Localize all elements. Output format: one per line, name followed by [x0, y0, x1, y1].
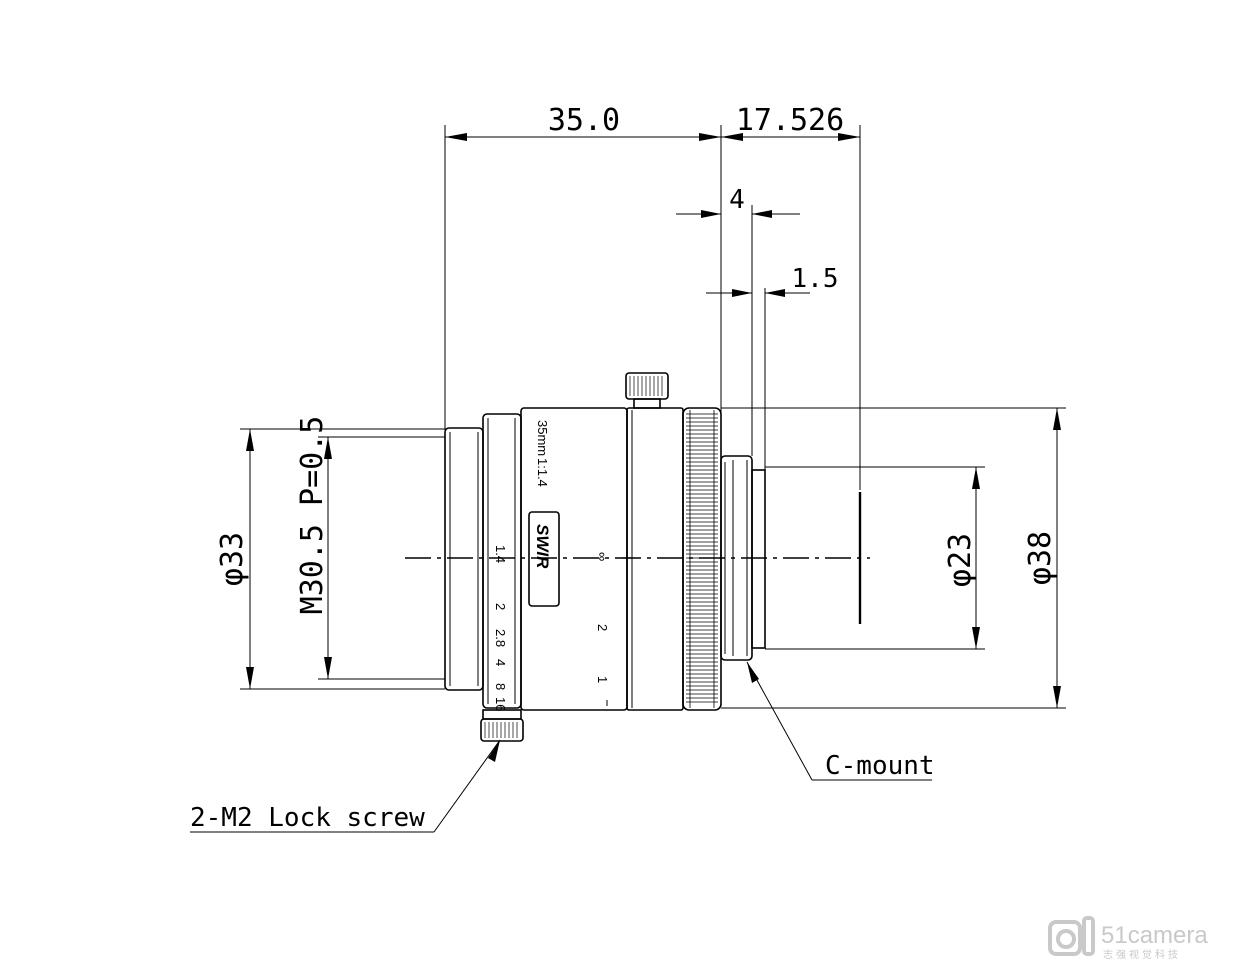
focus-barrel: [626, 407, 684, 711]
watermark: 51camera 志强视觉科技: [1048, 916, 1208, 961]
f-stop-label: 4: [493, 659, 508, 666]
dimension-1-5: 1.5: [706, 264, 838, 297]
watermark-logo: [1048, 916, 1095, 956]
f-stop-label: 8: [493, 683, 508, 690]
swir-badge-label: SWIR: [533, 524, 552, 569]
bottom-lock-screw: [480, 718, 524, 742]
callout-c-mount: C-mount: [746, 661, 935, 781]
f-stop-label: 1.4: [493, 545, 508, 563]
f-stop-label: 2.8: [493, 629, 508, 647]
dimension-filter-thread: M30.5 P=0.5: [295, 416, 445, 680]
dimension-phi23-label: φ23: [943, 533, 978, 587]
f-stop-label: 2: [493, 603, 508, 610]
top-lock-screw-shank: [633, 398, 661, 409]
callout-lock-screw: 2-M2 Lock screw: [190, 739, 501, 833]
dimension-phi33: φ33: [215, 428, 445, 690]
dimension-phi38: φ38: [721, 407, 1066, 709]
engraving-aperture: 1:1.4: [535, 458, 550, 487]
dimension-phi38-label: φ38: [1023, 531, 1058, 585]
rear-step: [751, 469, 766, 649]
dimension-phi33-label: φ33: [215, 532, 250, 586]
focus-distance-scale: ∞ 2 1: [595, 552, 632, 706]
watermark-tagline: 志强视觉科技: [1103, 948, 1181, 961]
top-lock-screw-knurl: [629, 376, 663, 396]
f-stop-label: 16: [493, 697, 508, 711]
dimension-filter-thread-label: M30.5 P=0.5: [295, 416, 330, 615]
dimension-4: 4: [676, 185, 800, 218]
dimension-phi23: φ23: [765, 466, 985, 650]
focus-scale-label: 1: [595, 676, 610, 683]
dimension-17-526: 17.526: [721, 103, 860, 141]
callout-lock-screw-label: 2-M2 Lock screw: [190, 803, 425, 833]
knurled-focus-ring: [682, 407, 722, 711]
engraving-focal-length: 35mm: [535, 420, 550, 456]
dimension-4-label: 4: [729, 185, 745, 215]
focus-scale-label: 2: [595, 624, 610, 631]
focus-scale-label: ∞: [595, 552, 610, 561]
f-stop-scale: 1.4 2 2.8 4 8 16: [493, 545, 508, 711]
dimension-35: 35.0: [445, 103, 721, 141]
dimension-35-label: 35.0: [548, 103, 620, 138]
front-filter-ring: [444, 427, 484, 691]
bottom-lock-screw-knurl: [484, 722, 518, 738]
knurl-pattern: [686, 410, 718, 708]
lens-body: 35mm 1:1.4 SWIR 1.4 2 2.8 4 8 16 ∞ 2 1: [444, 372, 766, 742]
dimension-1-5-label: 1.5: [792, 264, 839, 294]
dimension-17-526-label: 17.526: [736, 103, 844, 138]
swir-badge: [528, 511, 560, 607]
watermark-brand: 51camera: [1101, 922, 1208, 949]
callout-c-mount-label: C-mount: [825, 751, 935, 781]
